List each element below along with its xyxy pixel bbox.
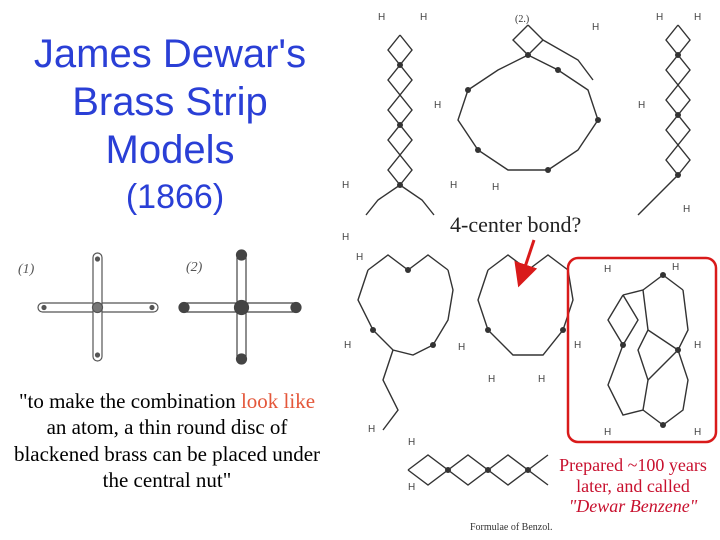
h-atom-label: H bbox=[694, 12, 701, 23]
structure-chain bbox=[637, 174, 679, 216]
h-atom-label: H bbox=[656, 12, 663, 23]
structure-chain bbox=[365, 184, 401, 216]
structure-chain bbox=[387, 34, 401, 186]
h-atom-label: H bbox=[683, 204, 690, 215]
model-2-label: (2) bbox=[186, 260, 203, 275]
structure-ring bbox=[542, 39, 594, 81]
structure-chain bbox=[399, 34, 413, 186]
dewar-quote: "to make the combination look like an at… bbox=[12, 388, 322, 493]
quote-part-2: an atom, a thin round disc of blackened … bbox=[13, 415, 321, 492]
structure-chain bbox=[407, 454, 549, 471]
structure-chain bbox=[665, 24, 679, 176]
bond-question-label: 4-center bond? bbox=[450, 212, 582, 238]
h-atom-label: H bbox=[488, 374, 495, 385]
structure-chain bbox=[407, 469, 549, 486]
h-atom-label: H bbox=[592, 22, 599, 33]
structure-ring bbox=[382, 349, 399, 431]
h-atom-label: H bbox=[694, 427, 701, 438]
structure-ring bbox=[512, 24, 544, 56]
structure-ring bbox=[477, 269, 574, 356]
h-atom-label: H bbox=[638, 100, 645, 111]
bond-arrow bbox=[514, 239, 538, 288]
h-atom-label: H bbox=[420, 12, 427, 23]
model-1-cross bbox=[37, 252, 159, 362]
title-line-2: Brass Strip bbox=[72, 80, 268, 124]
h-atom-label: H bbox=[344, 340, 351, 351]
h-atom-label: H bbox=[604, 427, 611, 438]
h-atom-label: H bbox=[574, 340, 581, 351]
h-atom-label: H bbox=[368, 424, 375, 435]
formulae-label: Formulae of Benzol. bbox=[470, 522, 553, 533]
title-line-3: Models bbox=[105, 128, 235, 172]
dewar-benzene-box bbox=[566, 256, 718, 444]
h-atom-label: H bbox=[694, 340, 701, 351]
dewar-caption-line-3: "Dewar Benzene" bbox=[568, 496, 698, 517]
h-atom-label: H bbox=[450, 180, 457, 191]
structure-chain bbox=[677, 24, 691, 176]
h-atom-label: H bbox=[356, 252, 363, 263]
h-atom-label: H bbox=[672, 262, 679, 273]
h-atom-label: H bbox=[342, 180, 349, 191]
h-atom-label: H bbox=[408, 437, 415, 448]
title-year: (1866) bbox=[125, 178, 225, 216]
slide-title: James Dewar's Brass Strip Models bbox=[10, 30, 330, 174]
h-atom-label: H bbox=[408, 482, 415, 493]
h-atom-label: H bbox=[434, 100, 441, 111]
quote-highlight: look like bbox=[240, 389, 316, 413]
dewar-caption-line-2: later, and called bbox=[576, 475, 690, 496]
model-1-label: (1) bbox=[18, 262, 35, 277]
brass-strip-models-figure: (1) (2) bbox=[18, 249, 302, 365]
dewar-caption: Prepared ~100 years later, and called "D… bbox=[548, 455, 718, 517]
dewar-caption-line-1: Prepared ~100 years bbox=[559, 455, 707, 475]
title-line-1: James Dewar's bbox=[33, 32, 307, 76]
benzene-formulae-figure: H H H H H H H H H H H H H H H H H H H H bbox=[342, 12, 718, 493]
model-2-cross bbox=[178, 249, 302, 365]
h-atom-label: H bbox=[604, 264, 611, 275]
structure-ring bbox=[357, 269, 454, 356]
h-atom-label: H bbox=[492, 182, 499, 193]
h-atom-label: H bbox=[378, 12, 385, 23]
figure-label: (2.) bbox=[515, 14, 530, 25]
h-atom-label: H bbox=[342, 232, 349, 243]
structure-chain bbox=[399, 184, 435, 216]
quote-part-1: "to make the combination bbox=[18, 389, 241, 413]
h-atom-label: H bbox=[458, 342, 465, 353]
structure-ring bbox=[457, 54, 599, 171]
h-atom-label: H bbox=[538, 374, 545, 385]
